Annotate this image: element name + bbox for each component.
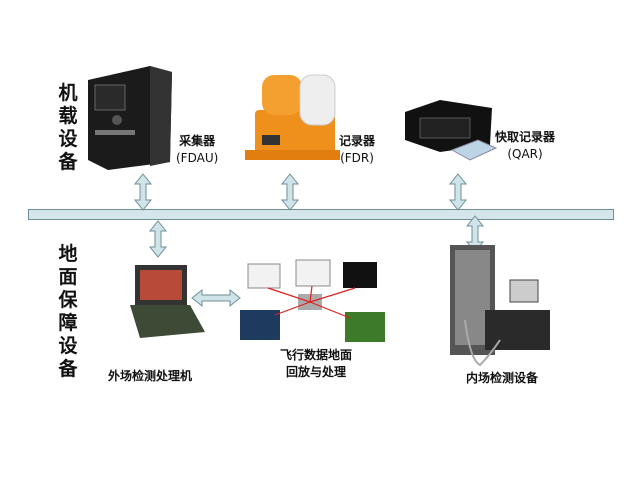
fdr-label: 记录器 (FDR) [339,133,375,167]
laptop-bus-arrow [149,220,167,258]
airborne-equipment-label: 机载设备 [58,82,78,173]
qar-label: 快取记录器 (QAR) [495,129,555,163]
playback-label: 飞行数据地面 回放与处理 [280,347,352,381]
playback-label-line1: 飞行数据地面 [280,348,353,362]
fdau-device-image [88,66,172,170]
field-test-label: 外场检测处理机 [108,369,193,383]
fdr-abbr: (FDR) [340,151,374,165]
qar-device-image [405,100,498,161]
fdau-bus-arrow [134,173,152,211]
laptop-playback-arrow [191,288,241,308]
playback-label-line2: 回放与处理 [286,365,347,379]
lab-test-label: 内场检测设备 [466,371,539,385]
fdau-name: 采集器 [179,134,216,148]
ground-equipment-label: 地面保障设备 [58,243,78,380]
fdau-label: 采集器 (FDAU) [176,133,218,167]
fdau-abbr: (FDAU) [176,151,219,165]
fdr-device-image [245,74,340,160]
lab-test-rack-image [450,245,550,367]
data-bus [28,209,614,220]
fdr-bus-arrow [281,173,299,211]
qar-bus-arrow [449,173,467,211]
qar-abbr: (QAR) [507,147,543,161]
fdr-name: 记录器 [339,134,376,148]
field-test-laptop-image [130,265,205,338]
qar-name: 快取记录器 [495,130,556,144]
playback-screens-image [240,259,385,342]
